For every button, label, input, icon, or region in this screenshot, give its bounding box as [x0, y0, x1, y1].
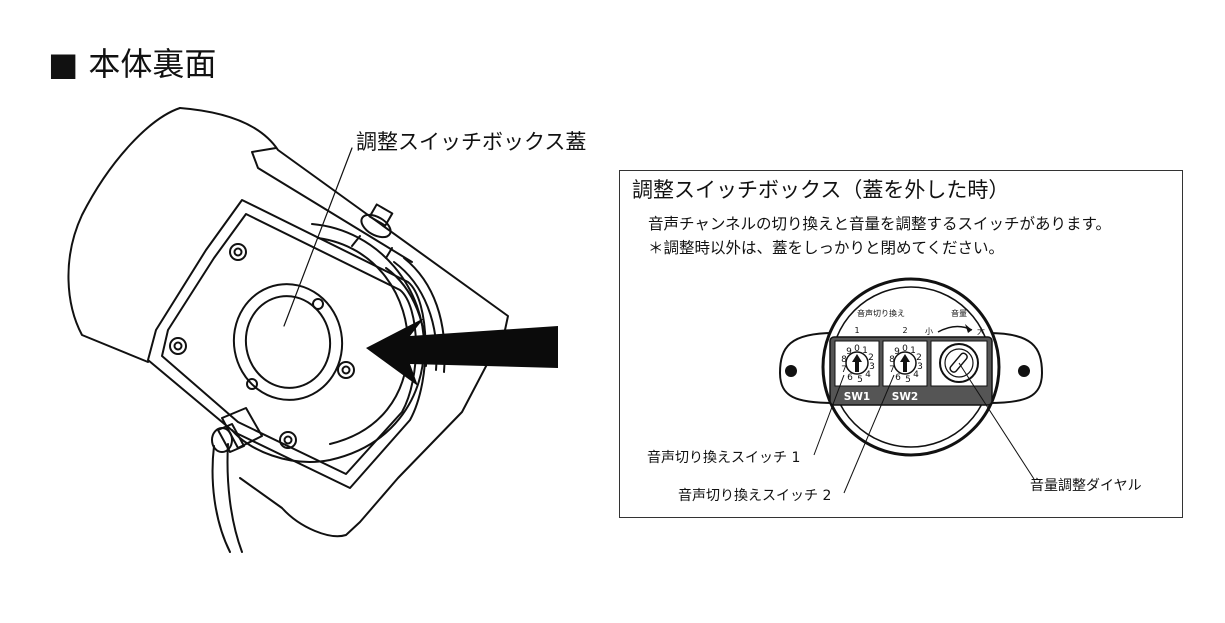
switch2-leader — [843, 374, 895, 494]
cable-gland — [211, 407, 263, 453]
sw2-digit: 7 — [889, 365, 895, 375]
volume-low-mark: 小 — [925, 327, 933, 336]
sw1-digit: 3 — [869, 362, 875, 372]
switch2-number: 2 — [902, 326, 907, 335]
lid-outer — [232, 283, 344, 401]
sw2-digit: 3 — [917, 362, 923, 372]
back-plate-inner — [161, 213, 417, 475]
sw2-digit: 0 — [902, 344, 908, 354]
mounting-ear-left — [778, 331, 835, 405]
switch1-number: 1 — [854, 326, 859, 335]
sw2-digit: 1 — [910, 346, 916, 356]
sw1-digit: 5 — [857, 375, 863, 385]
detail-panel-note: ＊調整時以外は、蓋をしっかりと閉めてください。 — [648, 239, 1005, 257]
screw-bottom — [279, 431, 297, 449]
volume-dial — [930, 340, 988, 387]
volume-dial-label: 音量調整ダイヤル — [1030, 478, 1142, 494]
sw2-digit: 8 — [889, 355, 895, 365]
detail-panel-title: 調整スイッチボックス（蓋を外した時） — [632, 178, 1010, 202]
switch2-label: 音声切り換えスイッチ 2 — [678, 488, 832, 504]
sw1-digit: 9 — [846, 347, 852, 357]
lid-screw-2 — [246, 378, 258, 390]
screw-top-left — [229, 243, 247, 261]
lid-callout-label: 調整スイッチボックス蓋 — [356, 130, 587, 154]
mounting-ear-right — [987, 331, 1044, 405]
housing-inner-edge — [251, 147, 413, 263]
housing-outline — [67, 107, 181, 363]
rotary-switch-1 — [834, 340, 880, 387]
sw1-digit: 1 — [862, 346, 868, 356]
cable — [211, 443, 243, 553]
sw2-digit: 4 — [913, 370, 919, 380]
sw1-tag: SW1 — [844, 391, 870, 403]
lid-screw-1 — [312, 298, 324, 310]
detail-panel-description: 音声チャンネルの切り換えと音量を調整するスイッチがあります。 — [648, 215, 1111, 233]
screw-left — [169, 337, 187, 355]
sw2-digit: 9 — [894, 347, 900, 357]
channel-switch-header: 音声切り換え — [857, 308, 905, 318]
top-bolt — [351, 203, 394, 259]
sw2-digit: 2 — [916, 353, 922, 363]
mounting-hole-left — [785, 365, 797, 377]
volume-high-mark: 大 — [977, 326, 985, 336]
sw2-digit: 6 — [895, 373, 901, 383]
sw1-digit: 6 — [847, 373, 853, 383]
volume-dial-leader — [958, 362, 1035, 480]
sw2-tag: SW2 — [892, 391, 918, 403]
switch1-label: 音声切り換えスイッチ 1 — [647, 450, 801, 466]
volume-header: 音量 — [951, 308, 967, 318]
switch-box-detail-panel: 調整スイッチボックス（蓋を外した時） 音声チャンネルの切り換えと音量を調整するス… — [619, 170, 1183, 518]
lid-callout-leader — [283, 147, 353, 327]
page-heading: ■ 本体裏面 — [48, 45, 217, 83]
housing-top-edge — [179, 107, 509, 331]
back-plate — [147, 199, 427, 489]
mounting-hole-right — [1018, 365, 1030, 377]
housing-lower-edge — [239, 329, 506, 538]
sw1-digit: 4 — [865, 370, 871, 380]
large-left-arrow-icon — [366, 318, 558, 386]
speaker-rear-illustration — [67, 107, 509, 553]
rotary-switch-2 — [882, 340, 928, 387]
screw-right — [337, 361, 355, 379]
switch-box-illustration: 0 1 2 3 4 5 6 7 8 9 0 1 2 3 4 5 6 7 8 9 — [778, 277, 1044, 494]
sw2-digit: 5 — [905, 375, 911, 385]
sw1-digit: 7 — [841, 365, 847, 375]
lid-inner — [244, 295, 332, 389]
switch1-leader — [813, 374, 845, 456]
sw1-digit: 0 — [854, 344, 860, 354]
sw1-digit: 2 — [868, 353, 874, 363]
sw1-digit: 8 — [841, 355, 847, 365]
